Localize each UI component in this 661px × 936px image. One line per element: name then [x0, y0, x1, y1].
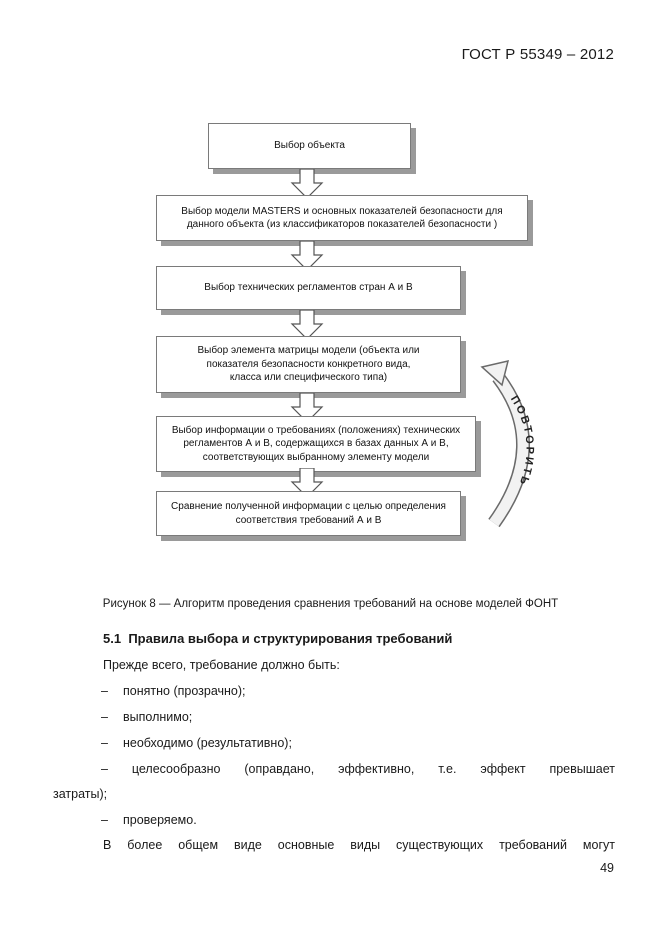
list-item: –необходимо (результативно);: [101, 736, 292, 750]
flow-arrow-2: [290, 241, 324, 271]
flow-step-1: Выбор объекта: [208, 123, 411, 169]
flow-step-5: Выбор информации о требованиях (положени…: [156, 416, 476, 472]
flow-step-3: Выбор технических регламентов стран А и …: [156, 266, 461, 310]
section-heading: 5.1 Правила выбора и структурирования тр…: [103, 631, 452, 646]
list-item: – целесообразно (оправдано, эффективно, …: [101, 762, 615, 776]
flow-arrow-4: [290, 393, 324, 423]
list-dash: –: [101, 762, 108, 776]
document-header: ГОСТ Р 55349 – 2012: [461, 46, 614, 63]
list-dash: –: [101, 813, 108, 827]
page-number: 49: [600, 861, 614, 875]
repeat-loop-arrow: ПОВТОРИТЬ: [480, 359, 533, 528]
flow-arrow-1: [290, 169, 324, 199]
list-item: –проверяемо.: [101, 813, 197, 827]
list-dash: –: [101, 684, 108, 698]
flow-step-2: Выбор модели MASTERS и основных показате…: [156, 195, 528, 241]
body-paragraph: В более общем виде основные виды существ…: [103, 838, 615, 852]
section-title: Правила выбора и структурирования требов…: [128, 631, 453, 646]
flow-step-6: Сравнение полученной информации с целью …: [156, 491, 461, 536]
flow-arrow-5: [290, 468, 324, 498]
list-dash: –: [101, 736, 108, 750]
flow-arrow-3: [290, 310, 324, 340]
list-item: –выполнимо;: [101, 710, 193, 724]
list-item: –понятно (прозрачно);: [101, 684, 246, 698]
figure-caption: Рисунок 8 — Алгоритм проведения сравнени…: [102, 598, 559, 610]
intro-paragraph: Прежде всего, требование должно быть:: [103, 658, 340, 672]
list-dash: –: [101, 710, 108, 724]
section-number: 5.1: [103, 631, 122, 646]
list-item-continuation: затраты);: [53, 787, 108, 801]
flow-step-4: Выбор элемента матрицы модели (объекта и…: [156, 336, 461, 393]
